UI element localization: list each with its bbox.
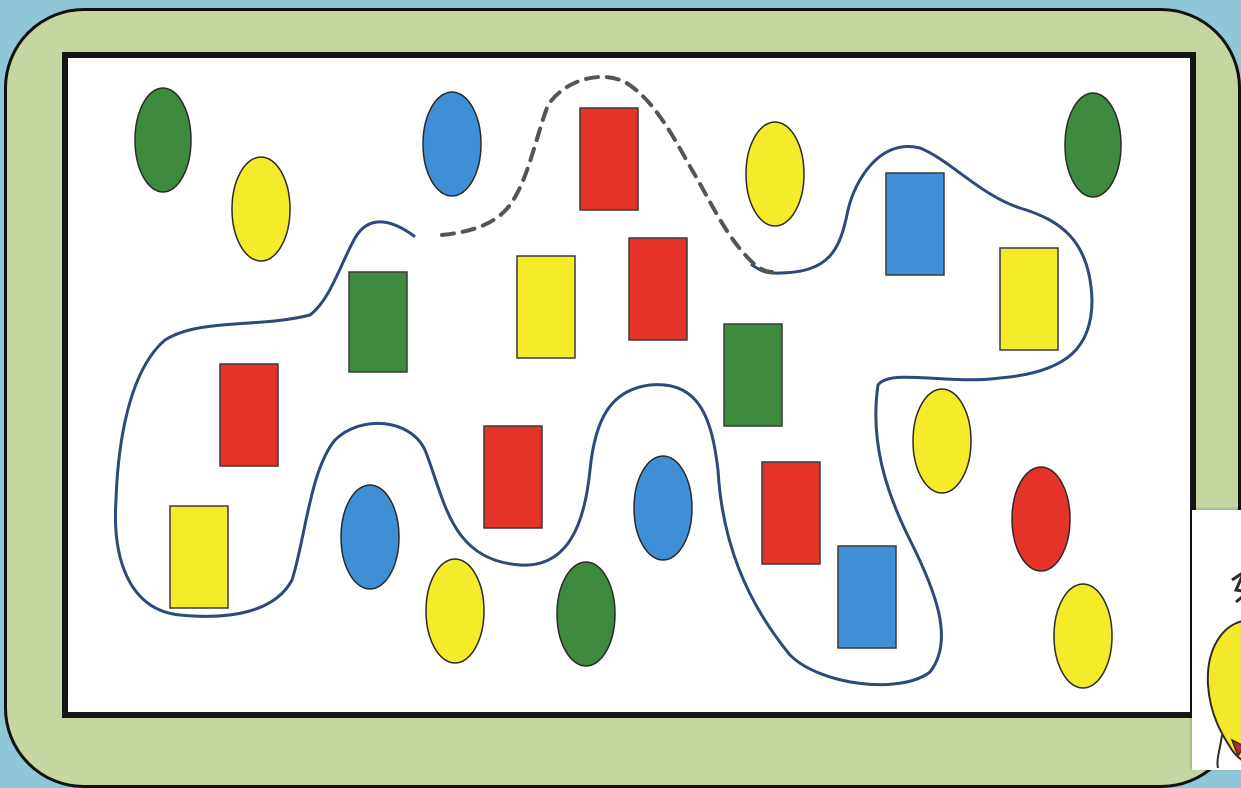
apple-character-icon bbox=[1192, 510, 1241, 770]
circle-yellow bbox=[232, 157, 290, 261]
square-red bbox=[484, 426, 542, 528]
circle-blue bbox=[341, 485, 399, 589]
circle-yellow bbox=[426, 559, 484, 663]
circle-green bbox=[1065, 93, 1121, 197]
square-red bbox=[762, 462, 820, 564]
square-blue bbox=[838, 546, 896, 648]
square-green bbox=[724, 324, 782, 426]
square-yellow bbox=[517, 256, 575, 358]
circle-yellow bbox=[746, 122, 804, 226]
circle-green bbox=[557, 562, 615, 666]
square-red bbox=[580, 108, 638, 210]
square-green bbox=[349, 272, 407, 372]
circle-yellow bbox=[913, 389, 971, 493]
square-yellow bbox=[170, 506, 228, 608]
circle-yellow bbox=[1054, 584, 1112, 688]
shapes-illustration bbox=[0, 0, 1241, 764]
mascot-card bbox=[1192, 510, 1241, 770]
square-blue bbox=[886, 173, 944, 275]
circle-blue bbox=[634, 456, 692, 560]
circle-green bbox=[135, 88, 191, 192]
circle-blue bbox=[423, 92, 481, 196]
square-red bbox=[629, 238, 687, 340]
square-red bbox=[220, 364, 278, 466]
circle-red bbox=[1012, 467, 1070, 571]
square-yellow bbox=[1000, 248, 1058, 350]
